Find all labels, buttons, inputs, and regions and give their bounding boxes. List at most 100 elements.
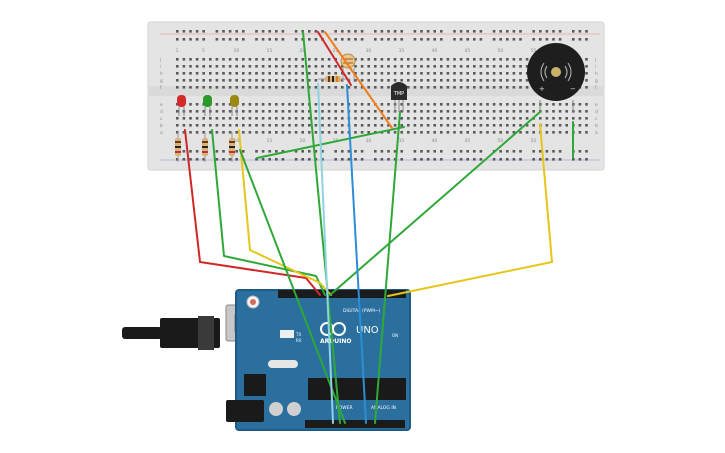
breadboard-hole: [294, 86, 298, 89]
breadboard-hole: [433, 131, 436, 134]
breadboard-hole: [578, 131, 582, 134]
breadboard-hole: [347, 72, 351, 75]
breadboard-hole: [321, 72, 324, 75]
breadboard-hole: [321, 124, 324, 127]
resistor-2[interactable]: [202, 132, 208, 162]
temperature-sensor[interactable]: TMP: [391, 82, 407, 112]
breadboard-hole: [195, 131, 199, 134]
breadboard-hole: [261, 86, 265, 89]
breadboard-hole: [176, 72, 179, 75]
breadboard-hole: [347, 86, 351, 89]
breadboard-hole: [420, 38, 423, 41]
breadboard-hole: [585, 124, 588, 127]
breadboard-hole: [374, 124, 377, 127]
breadboard-hole: [248, 124, 252, 127]
resistor-1[interactable]: [175, 132, 181, 162]
breadboard-hole: [321, 117, 324, 120]
breadboard-hole: [308, 131, 311, 134]
breadboard-hole: [195, 72, 199, 75]
breadboard-hole: [308, 124, 311, 127]
breadboard-hole: [242, 30, 245, 33]
breadboard-hole: [512, 72, 516, 75]
breadboard-hole: [407, 131, 410, 134]
breadboard-hole: [222, 124, 225, 127]
breadboard-row-label: e: [160, 103, 163, 108]
breadboard-hole: [367, 124, 370, 127]
breadboard-hole: [453, 124, 456, 127]
breadboard-hole: [367, 86, 370, 89]
breadboard-hole: [499, 30, 502, 33]
resistor-4[interactable]: [318, 76, 350, 82]
yellow-led[interactable]: [230, 95, 239, 116]
breadboard-hole: [195, 65, 199, 68]
breadboard-hole: [248, 131, 252, 134]
breadboard-hole: [235, 131, 238, 134]
resistor-3[interactable]: [229, 132, 235, 162]
breadboard-hole: [288, 110, 291, 113]
arduino-uno[interactable]: ARDUINO UNO DIGITAL (PWM~) POWER ANALOG …: [122, 289, 411, 431]
green-led[interactable]: [203, 95, 212, 116]
breadboard-hole: [374, 79, 377, 82]
breadboard-hole: [235, 30, 238, 33]
breadboard-hole: [176, 58, 179, 61]
breadboard-hole: [552, 103, 555, 106]
breadboard-hole: [519, 38, 522, 41]
breadboard-hole: [473, 158, 476, 161]
breadboard-column-label: 10: [234, 138, 240, 144]
breadboard-hole: [545, 110, 549, 113]
breadboard-hole: [268, 117, 271, 120]
breadboard-hole: [281, 110, 285, 113]
breadboard-hole: [466, 65, 469, 68]
breadboard-hole: [374, 117, 377, 120]
breadboard-hole: [479, 30, 483, 33]
breadboard-hole: [380, 65, 384, 68]
breadboard-hole: [202, 117, 205, 120]
breadboard-hole: [182, 158, 186, 161]
breadboard-hole: [288, 103, 291, 106]
breadboard-hole: [354, 38, 357, 41]
breadboard-hole: [195, 58, 199, 61]
breadboard-hole: [578, 150, 582, 153]
breadboard-hole: [374, 150, 377, 153]
breadboard-hole: [255, 158, 258, 161]
breadboard-hole: [532, 124, 535, 127]
breadboard-hole: [525, 58, 529, 61]
breadboard-hole: [321, 58, 324, 61]
breadboard-hole: [453, 131, 456, 134]
breadboard-hole: [228, 79, 232, 82]
breadboard-hole: [314, 72, 318, 75]
breadboard-hole: [420, 158, 423, 161]
breadboard-hole: [308, 79, 311, 82]
breadboard-hole: [393, 79, 397, 82]
breadboard-column-label: 5: [202, 48, 205, 54]
breadboard-hole: [426, 38, 430, 41]
breadboard-hole: [413, 30, 417, 33]
breadboard-hole: [479, 103, 483, 106]
breadboard-hole: [367, 58, 370, 61]
power-label: POWER: [336, 405, 353, 411]
breadboard-hole: [479, 150, 483, 153]
breadboard-hole: [519, 117, 522, 120]
sensor-label: TMP: [393, 91, 404, 97]
breadboard-hole: [578, 38, 582, 41]
atmega-chip: [308, 378, 406, 400]
breadboard-hole: [308, 86, 311, 89]
breadboard-hole: [512, 65, 516, 68]
breadboard-hole: [585, 158, 588, 161]
breadboard-hole: [182, 86, 186, 89]
breadboard-hole: [314, 103, 318, 106]
wire-yellow-buzzer: [387, 123, 553, 297]
breadboard-hole: [380, 124, 384, 127]
breadboard-hole: [195, 150, 199, 153]
breadboard-hole: [354, 103, 357, 106]
breadboard-row-label: g: [160, 79, 163, 84]
breadboard-hole: [275, 86, 278, 89]
breadboard-hole: [433, 86, 436, 89]
breadboard-hole: [400, 30, 403, 33]
breadboard-hole: [433, 30, 436, 33]
breadboard-hole: [268, 38, 271, 41]
red-led[interactable]: [177, 95, 186, 116]
breadboard-hole: [248, 103, 252, 106]
piezo-buzzer[interactable]: + −: [527, 43, 585, 112]
breadboard-hole: [453, 86, 456, 89]
